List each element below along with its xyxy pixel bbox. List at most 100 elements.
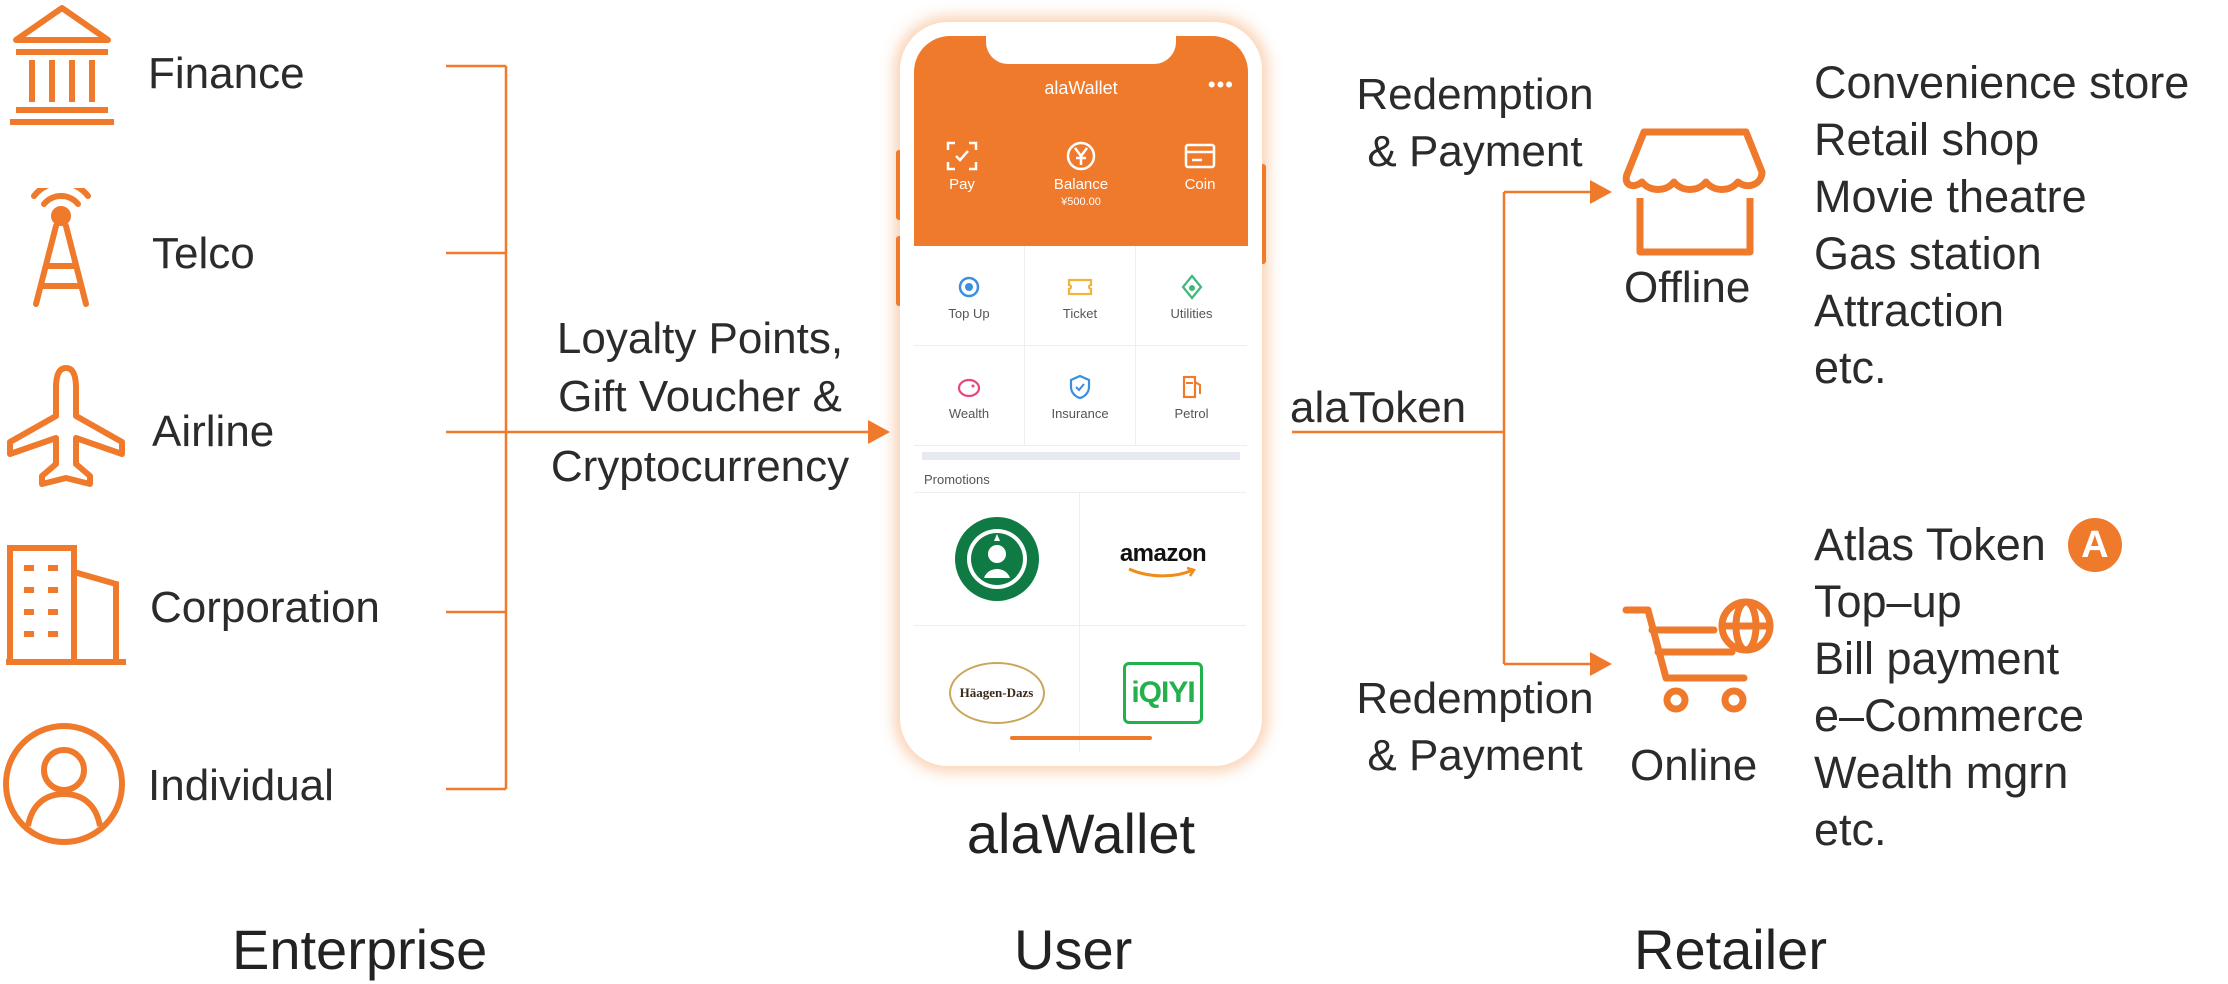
petrol-label: Petrol [1174,406,1209,421]
enterprise-label-finance: Finance [148,49,305,98]
piggy-bank-icon [914,368,1024,406]
utilities-icon [1136,268,1247,306]
offline-list: Convenience store Retail shop Movie thea… [1814,54,2189,396]
iqiyi-logo-text: iQIYI [1131,675,1195,709]
person-icon [2,722,126,846]
offline-item: Convenience store [1814,57,2190,108]
enterprise-label-airline: Airline [152,407,275,456]
enterprise-label-corporation: Corporation [150,583,380,632]
scan-icon [914,136,1010,176]
balance-amount: ¥500.00 [1061,196,1101,208]
bottom-flow-line-1: Redemption [1356,674,1594,723]
bottom-flow-line-2: & Payment [1367,731,1583,780]
offline-item: etc. [1814,342,1887,393]
antenna-tower-icon [16,188,106,308]
footer-user: User [1014,918,1133,981]
atlas-token-letter: A [2081,523,2109,566]
wealth-label: Wealth [948,406,990,421]
starbucks-logo [954,517,1039,601]
flow-line-crypto: Cryptocurrency [550,442,850,491]
flow-line-voucher: Gift Voucher & [558,372,842,421]
storefront-icon [1622,126,1768,262]
enterprise-label-individual: Individual [148,761,334,810]
top-up-tile[interactable]: Top Up [914,246,1025,346]
iqiyi-logo: iQIYI [1123,661,1203,724]
online-label: Online [1630,741,1758,790]
haagen-dazs-logo: Häagen-Dazs [948,661,1045,724]
enterprise-flow-label: Loyalty Points, Gift Voucher & Cryptocur… [520,310,880,496]
more-options-icon[interactable]: ••• [1207,72,1234,97]
top-flow-label: Redemption & Payment [1330,66,1620,180]
online-list: Atlas Token A Top–up Bill payment e–Comm… [1814,516,2122,858]
shield-icon [1025,368,1135,406]
coin-button[interactable]: Coin [1152,136,1248,193]
promo-amazon[interactable]: amazon [1080,492,1246,626]
arrow-to-online-icon [1590,652,1612,676]
balance-button[interactable]: Balance ¥500.00 [1033,136,1129,208]
phone-screen: alaWallet ••• Pay [914,36,1248,752]
shopping-cart-globe-icon [1622,596,1782,720]
coin-label: Coin [1184,176,1216,193]
online-item: Top–up [1814,576,1962,627]
offline-item: Attraction [1814,285,2005,336]
phone-side-button [896,150,902,220]
flow-line-loyalty: Loyalty Points, [556,314,844,363]
section-divider [922,452,1240,460]
ticket-icon [1025,268,1135,306]
haagen-dazs-logo-text: Häagen-Dazs [959,684,1034,700]
top-flow-line-1: Redemption [1356,70,1594,119]
pay-label: Pay [949,176,975,193]
atlas-token-icon: A [2067,517,2122,572]
wallet-title: alaWallet [1044,78,1118,98]
promo-iqiyi[interactable]: iQIYI [1080,626,1246,752]
offline-item: Gas station [1814,228,2042,279]
fuel-pump-icon [1136,368,1247,406]
phone-mockup: alaWallet ••• Pay [900,22,1262,766]
offline-label: Offline [1624,263,1751,312]
balance-label: Balance [1053,176,1109,193]
offline-item: Movie theatre [1814,171,2087,222]
service-grid: Top Up Ticket Utilities Wealth [914,246,1248,446]
insurance-tile[interactable]: Insurance [1025,346,1136,446]
top-up-label: Top Up [948,306,990,321]
airplane-icon [4,364,128,490]
footer-retailer: Retailer [1634,918,1827,981]
online-item: Bill payment [1814,633,2060,684]
bank-icon [8,2,116,126]
yen-coin-icon [1033,136,1129,176]
online-item: e–Commerce [1814,690,2085,741]
arrow-to-offline-icon [1590,180,1612,204]
ticket-tile[interactable]: Ticket [1025,246,1136,346]
top-up-icon [914,268,1024,306]
phone-notch [986,36,1176,64]
arrow-to-wallet-icon [868,420,890,444]
card-icon [1152,136,1248,176]
wallet-header: alaWallet ••• Pay [914,36,1248,246]
utilities-tile[interactable]: Utilities [1136,246,1247,346]
home-indicator[interactable] [1010,736,1152,740]
amazon-logo-text: amazon [1119,540,1207,567]
wealth-tile[interactable]: Wealth [914,346,1025,446]
offline-item: Retail shop [1814,114,2040,165]
promo-starbucks[interactable] [914,492,1080,626]
ticket-label: Ticket [1062,306,1098,321]
amazon-smile-icon [1128,566,1196,578]
phone-side-button [1260,164,1266,264]
online-item: Wealth mgrn [1814,747,2069,798]
amazon-logo: amazon [1119,540,1207,578]
office-building-icon [4,542,128,668]
enterprise-label-telco: Telco [152,229,255,278]
promo-haagen-dazs[interactable]: Häagen-Dazs [914,626,1080,752]
online-item-atlas-token: Atlas Token A [1814,516,2122,573]
petrol-tile[interactable]: Petrol [1136,346,1247,446]
insurance-label: Insurance [1051,406,1109,421]
online-item: etc. [1814,804,1887,855]
online-item: Atlas Token [1814,519,2046,570]
bottom-flow-label: Redemption & Payment [1330,670,1620,784]
promotions-title: Promotions [924,472,990,487]
footer-enterprise: Enterprise [232,918,488,981]
phone-caption: alaWallet [966,802,1196,865]
token-label: alaToken [1290,383,1467,432]
pay-button[interactable]: Pay [914,136,1010,193]
